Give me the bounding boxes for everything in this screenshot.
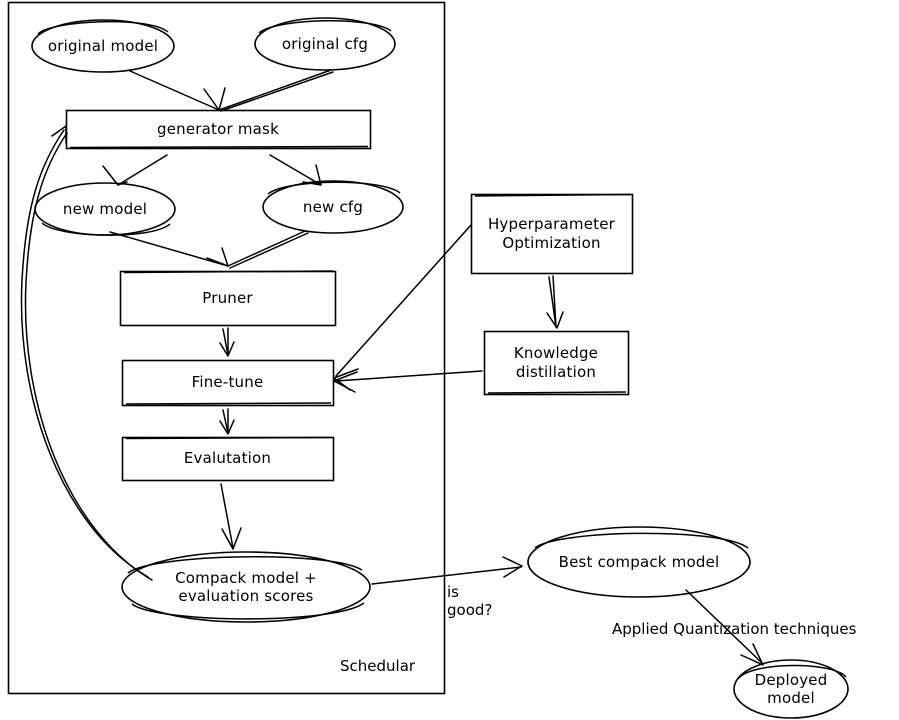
node-knowledge-distillation[interactable]: [483, 330, 630, 396]
node-new-model[interactable]: [34, 182, 176, 236]
edge-label-applied-quantization-techniques: Applied Quantization techniques: [612, 620, 857, 638]
schedular-title-label: Schedular: [340, 657, 416, 675]
edge-evalutation-to-compack-model: [220, 483, 242, 550]
edge-knowledge-distillation-to-fine-tune: [333, 370, 483, 393]
node-generator-mask[interactable]: [65, 109, 372, 150]
node-original-model[interactable]: [31, 19, 175, 73]
node-evalutation[interactable]: [121, 436, 335, 482]
edge-new-cfg-to-pruner: [227, 230, 309, 269]
node-deployed-model[interactable]: [733, 659, 849, 719]
edge-pruner-to-fine-tune: [219, 327, 235, 357]
edge-original-cfg-to-generator-mask: [218, 69, 334, 112]
edge-fine-tune-to-evalutation: [219, 408, 235, 435]
edge-generator-mask-to-new-model: [102, 154, 168, 186]
node-original-cfg[interactable]: [254, 17, 396, 71]
edge-label-is-good: is good?: [447, 583, 493, 619]
node-pruner[interactable]: [119, 270, 337, 327]
edge-best-compack-model-to-deployed-model: [685, 589, 764, 666]
edge-compack-model-to-generator-mask-feedback: [20, 125, 153, 581]
node-compack-model[interactable]: [121, 551, 371, 623]
edge-compack-model-to-best-compack-model: [371, 556, 523, 585]
node-best-compack-model[interactable]: [527, 526, 751, 598]
node-hyperparameter-optimization[interactable]: [470, 193, 634, 275]
node-new-cfg[interactable]: [262, 180, 404, 234]
edge-generator-mask-to-new-cfg: [269, 154, 322, 186]
edge-hyperparameter-optimization-to-knowledge-distillation: [546, 275, 564, 329]
node-fine-tune[interactable]: [121, 359, 335, 407]
